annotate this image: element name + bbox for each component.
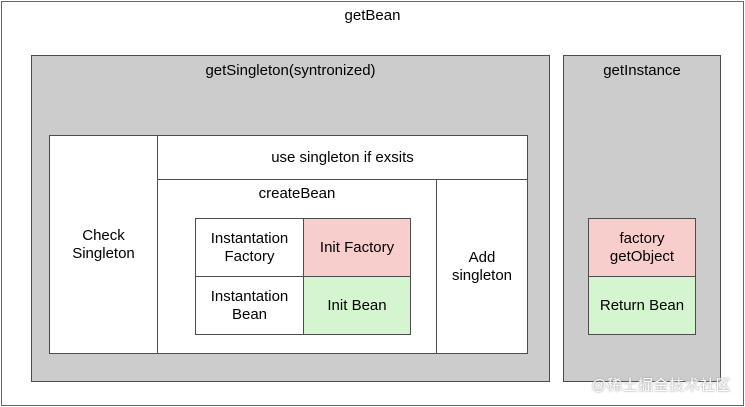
create-bean-title: createBean: [258, 185, 336, 202]
check-singleton-box: Check Singleton: [49, 135, 158, 354]
instantation-bean-box: Instantation Bean: [195, 276, 304, 335]
get-instance-title: getInstance: [603, 62, 681, 79]
get-bean-title: getBean: [344, 7, 401, 24]
return-bean-box: Return Bean: [588, 276, 696, 335]
init-factory-box: Init Factory: [303, 218, 411, 277]
instantation-factory-box: Instantation Factory: [195, 218, 304, 277]
init-bean-box: Init Bean: [303, 276, 411, 335]
get-singleton-title: getSingleton(syntronized): [205, 62, 376, 79]
watermark-text: @稀土掘金技术社区: [591, 377, 731, 394]
add-singleton-box: Add singleton: [436, 179, 528, 354]
use-singleton-box: use singleton if exsits: [157, 135, 528, 180]
factory-get-object-box: factory getObject: [588, 218, 696, 277]
